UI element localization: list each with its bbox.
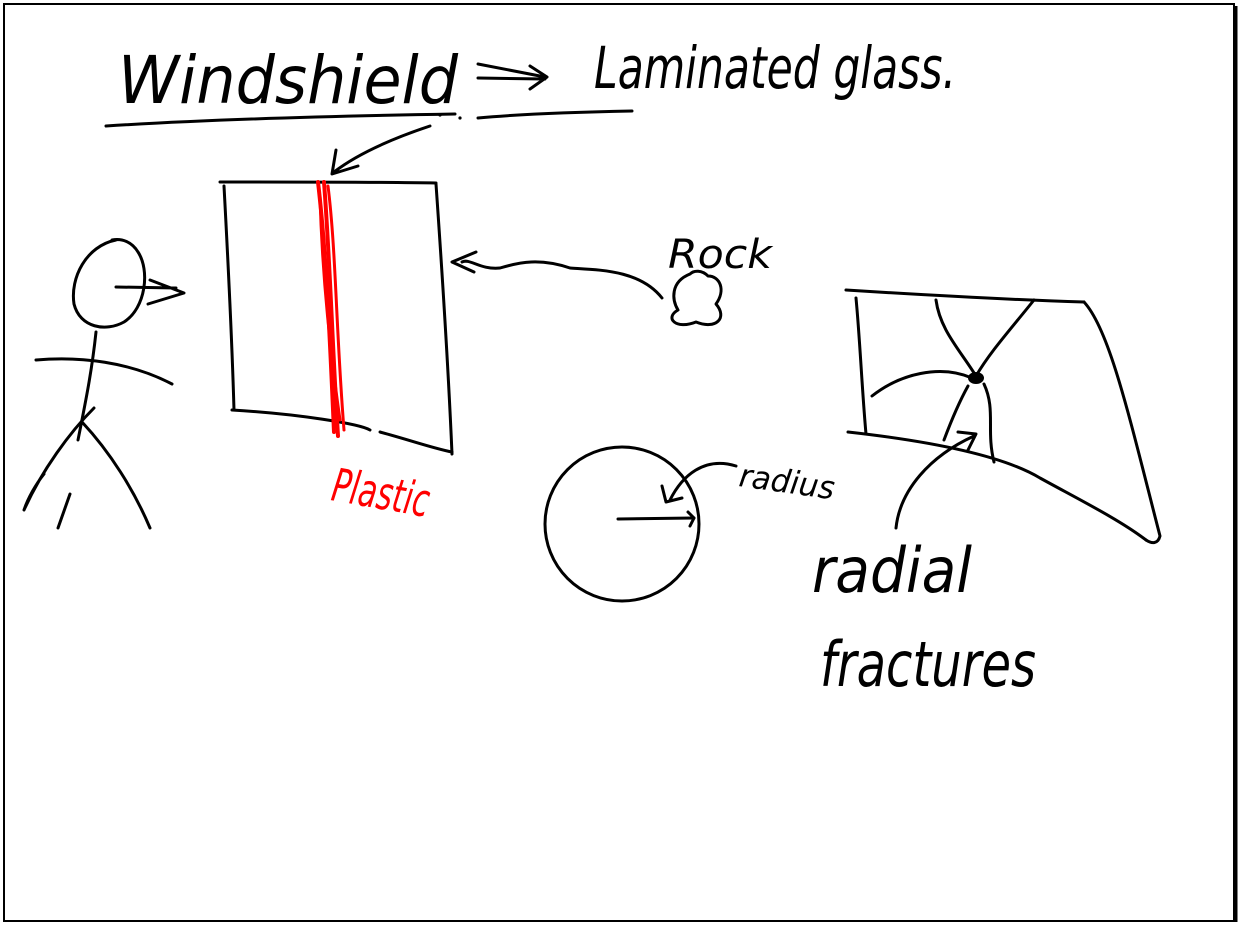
rock-impact-arrow-icon — [450, 250, 478, 274]
radial-label-line1: radial — [812, 534, 972, 607]
glass-pane-bottom — [230, 408, 454, 454]
title-windshield: Windshield — [118, 42, 459, 119]
title-laminated-glass: Laminated glass. — [594, 34, 956, 102]
radius-pointer-arrow-icon — [660, 461, 738, 504]
title-underline-right — [476, 109, 634, 120]
rock-trajectory — [460, 259, 664, 300]
impact-circle — [543, 445, 701, 603]
radial-fractures-arrow-icon — [894, 430, 978, 530]
stick-figure-arms — [34, 357, 174, 386]
rock-shape — [670, 269, 723, 327]
glass-pane-right — [434, 182, 454, 456]
glass-pane-left — [222, 184, 236, 412]
title-arrow-icon — [476, 62, 549, 91]
stick-figure-head — [71, 238, 147, 329]
windshield-left — [854, 296, 868, 436]
title-dot-1 — [438, 113, 442, 117]
title-to-plastic-arrow-icon — [330, 124, 432, 176]
stick-figure-body — [76, 330, 98, 442]
stick-figure-gaze-arrow-icon — [114, 278, 186, 306]
title-underline-left — [104, 112, 457, 128]
cracked-windshield — [844, 288, 1162, 545]
stick-figure-leg-left — [22, 406, 96, 512]
radial-cracks — [870, 298, 1036, 464]
title-dot-2 — [458, 116, 462, 120]
radius-tick-icon — [686, 510, 696, 528]
stick-figure-leg-right — [80, 420, 152, 530]
glass-pane — [218, 180, 454, 456]
plastic-interlayer — [316, 180, 346, 438]
radial-label-line2: fractures — [820, 628, 1036, 701]
windshield-bottom — [846, 430, 1148, 542]
rock-label: Rock — [668, 232, 774, 278]
windshield-top — [844, 288, 1086, 304]
glass-pane-top — [218, 180, 438, 185]
board-frame — [3, 3, 1235, 922]
windshield-right — [1082, 300, 1162, 545]
impact-point — [968, 372, 984, 384]
stick-figure-leg-stub — [56, 492, 72, 530]
stick-figure — [22, 238, 186, 530]
radius-line — [616, 516, 696, 521]
